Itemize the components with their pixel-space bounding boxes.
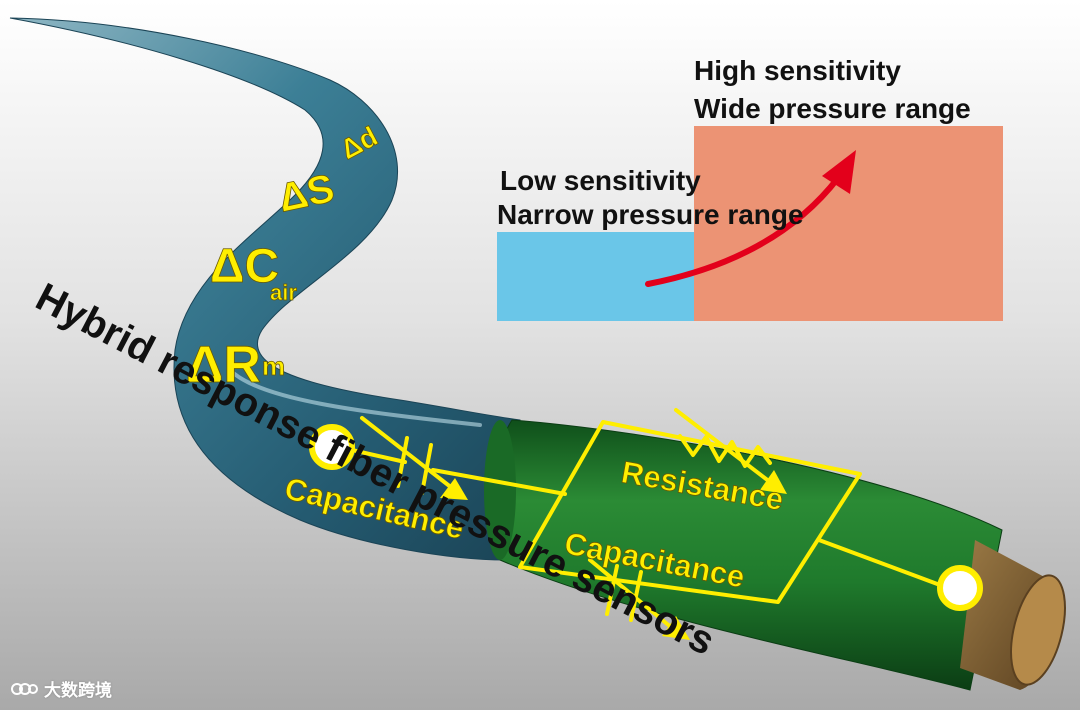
bottom-capacitor-plate-a [605,564,619,616]
resistor-variable-arrow [674,408,772,484]
sensitivity-comparison: High sensitivity Wide pressure range Low… [497,55,1003,321]
delta-r-label: ΔR [186,336,261,394]
delta-c-subscript: air [270,280,297,305]
wire-left-1 [350,448,407,464]
left-capacitor-variable-arrow [360,416,454,490]
watermark-text: 大数跨境 [44,681,112,701]
delta-c-label: ΔC [210,240,279,293]
core-end-face [1010,574,1066,686]
resistor-arrowhead [760,470,787,494]
parallel-block-wires [518,420,862,604]
wire-left-2 [431,468,567,496]
wide-range-label: Wide pressure range [694,93,971,124]
left-terminal [309,424,355,470]
right-terminal [937,565,983,611]
watermark: 大数跨境 [10,676,112,701]
fiber-core [960,540,1066,690]
left-capacitor-arrowhead [440,478,468,500]
wire-right [817,538,942,587]
bottom-capacitor-variable-arrow [588,558,674,630]
fiber-green-section [484,419,1003,691]
low-sensitivity-box [497,232,695,321]
high-sensitivity-label: High sensitivity [694,55,901,86]
left-capacitor-plate-a [396,436,409,488]
sheath-left-rim [484,420,516,560]
fiber-highlight [228,368,482,427]
watermark-logo-icon [11,682,38,695]
improvement-arrow-head [822,150,856,194]
narrow-range-label: Narrow pressure range [497,199,804,230]
low-sensitivity-label: Low sensitivity [500,165,701,196]
delta-r-subscript: m [262,351,285,381]
bottom-capacitor-arrowhead [662,616,690,640]
resistor-zigzag [678,434,772,468]
improvement-arrow-shaft [645,175,841,287]
